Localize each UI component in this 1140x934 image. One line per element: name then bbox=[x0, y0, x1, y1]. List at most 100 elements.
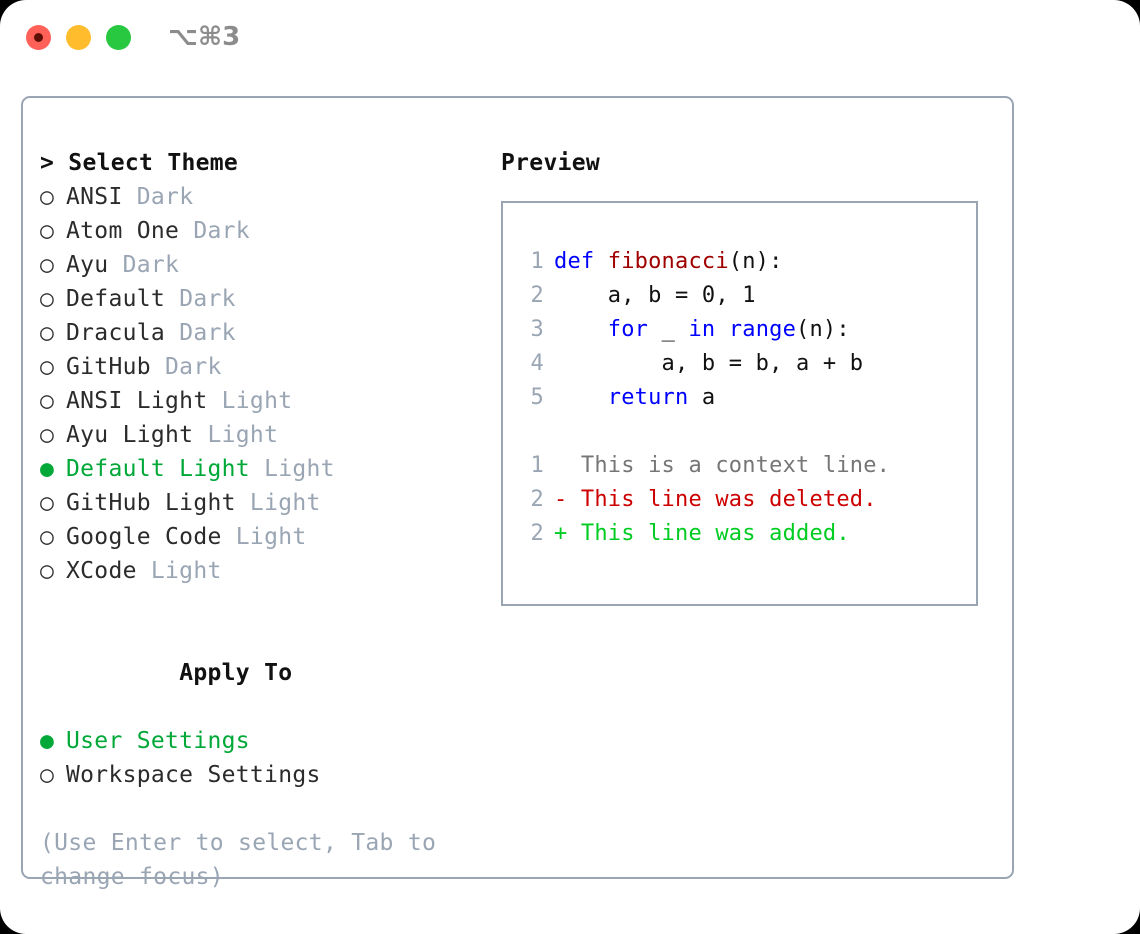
code-token: a bbox=[688, 385, 716, 410]
theme-option-atom-one[interactable]: ○ Atom One Dark bbox=[40, 214, 490, 248]
theme-option-list: ○ ANSI Dark ○ Atom One Dark ○ Ayu Dark ○ Defaul… bbox=[40, 180, 490, 588]
diff-sample: 1 This is a context line. 2 - This line wa… bbox=[503, 449, 976, 551]
theme-name: Dracula bbox=[66, 320, 180, 346]
diff-text: - This line was deleted. bbox=[554, 487, 877, 512]
theme-category: Dark bbox=[179, 320, 236, 346]
theme-name: GitHub bbox=[66, 354, 166, 380]
radio-unselected-icon: ○ bbox=[40, 320, 55, 346]
theme-name: ANSI bbox=[66, 184, 137, 210]
diff-line: 2 - This line was deleted. bbox=[503, 483, 976, 517]
maximize-button[interactable] bbox=[106, 25, 131, 50]
line-number: 2 bbox=[530, 283, 544, 308]
theme-category: Dark bbox=[193, 218, 250, 244]
radio-unselected-icon: ○ bbox=[40, 354, 55, 380]
theme-option-github[interactable]: ○ GitHub Dark bbox=[40, 350, 490, 384]
theme-option-ayu[interactable]: ○ Ayu Dark bbox=[40, 248, 490, 282]
radio-selected-icon: ● bbox=[40, 456, 55, 482]
line-number: 5 bbox=[530, 385, 544, 410]
theme-name: Atom One bbox=[66, 218, 194, 244]
theme-option-github-light[interactable]: ○ GitHub Light Light bbox=[40, 486, 490, 520]
code-token bbox=[554, 385, 608, 410]
preview-heading: Preview bbox=[501, 150, 601, 176]
minimize-button[interactable] bbox=[66, 25, 91, 50]
line-number: 2 bbox=[530, 487, 544, 512]
code-token: a, b = 0, 1 bbox=[554, 283, 756, 308]
code-diff-separator bbox=[503, 415, 976, 449]
theme-name: ANSI Light bbox=[66, 388, 222, 414]
code-token: range bbox=[728, 317, 797, 342]
help-text: (Use Enter to select, Tab to change focu… bbox=[40, 830, 437, 890]
theme-option-ansi[interactable]: ○ ANSI Dark bbox=[40, 180, 490, 214]
code-token: a, b = b, a + b bbox=[554, 351, 864, 376]
radio-unselected-icon: ○ bbox=[40, 490, 55, 516]
apply-to-heading-label: Apply To bbox=[179, 660, 293, 686]
radio-unselected-icon: ○ bbox=[40, 388, 55, 414]
diff-line: 2+ This line was added. bbox=[503, 517, 976, 551]
diff-line: 1 This is a context line. bbox=[503, 449, 976, 483]
theme-category: Light bbox=[221, 388, 293, 414]
apply-to-option-workspace-settings[interactable]: ○ Workspace Settings bbox=[40, 758, 490, 792]
apply-to-name: User Settings bbox=[66, 728, 250, 754]
line-number: 3 bbox=[530, 317, 544, 342]
list-spacer bbox=[40, 588, 490, 622]
theme-name: Ayu bbox=[66, 252, 123, 278]
code-token: (n): bbox=[728, 249, 783, 274]
traffic-light-controls bbox=[26, 25, 131, 50]
code-line: 2 a, b = 0, 1 bbox=[503, 279, 976, 313]
theme-category: Light bbox=[264, 456, 335, 482]
line-number: 2 bbox=[530, 521, 544, 546]
theme-name: XCode bbox=[66, 558, 151, 584]
theme-name: Google Code bbox=[66, 524, 236, 550]
theme-picker-card: > Select Theme ○ANSI Dark○Atom One Dark○… bbox=[21, 96, 1014, 890]
theme-name: Default Light bbox=[66, 456, 265, 482]
close-button[interactable] bbox=[26, 25, 51, 50]
line-number: 1 bbox=[530, 249, 544, 274]
theme-option-ayu-light[interactable]: ○Ayu Light Light bbox=[40, 418, 490, 452]
theme-category: Light bbox=[207, 422, 279, 448]
radio-unselected-icon: ○ bbox=[40, 422, 55, 448]
radio-unselected-icon: ○ bbox=[40, 252, 55, 278]
theme-option-dracula[interactable]: ○ Dracula Dark bbox=[40, 316, 490, 350]
theme-category: Light bbox=[249, 490, 321, 516]
radio-unselected-icon: ○ bbox=[40, 558, 55, 584]
keyboard-shortcut-label: ⌥⌘3 bbox=[168, 22, 241, 52]
apply-to-indent bbox=[153, 656, 179, 690]
theme-option-ansi-light[interactable]: ○ ANSI Light Light bbox=[40, 384, 490, 418]
radio-unselected-icon: ○ bbox=[40, 762, 55, 788]
theme-category: Dark bbox=[165, 354, 222, 380]
theme-category: Light bbox=[150, 558, 222, 584]
code-token bbox=[554, 317, 608, 342]
theme-list-pane: > Select Theme ○ANSI Dark○Atom One Dark○… bbox=[40, 146, 490, 894]
theme-name: Default bbox=[66, 286, 180, 312]
select-theme-heading: > Select Theme bbox=[40, 150, 239, 176]
apply-to-option-user-settings[interactable]: ● User Settings bbox=[40, 724, 490, 758]
theme-option-google-code[interactable]: ○ Google Code Light bbox=[40, 520, 490, 554]
code-token: return bbox=[607, 385, 689, 410]
radio-selected-icon: ● bbox=[40, 728, 55, 754]
radio-unselected-icon: ○ bbox=[40, 286, 55, 312]
line-number: 4 bbox=[530, 351, 544, 376]
theme-option-xcode[interactable]: ○ XCode Light bbox=[40, 554, 490, 588]
code-token: in bbox=[688, 317, 716, 342]
title-bar: ⌥⌘3 bbox=[0, 0, 1140, 76]
code-token bbox=[715, 317, 728, 342]
apply-to-option-list: ● User Settings ○ Workspace Settings bbox=[40, 724, 490, 792]
code-line: 4 a, b = b, a + b bbox=[503, 347, 976, 381]
code-token: (n): bbox=[796, 317, 850, 342]
diff-text: This is a context line. bbox=[554, 453, 891, 478]
theme-category: Dark bbox=[122, 252, 180, 278]
radio-unselected-icon: ○ bbox=[40, 524, 55, 550]
apply-to-name: Workspace Settings bbox=[66, 762, 321, 788]
code-line: 3 for _ in range(n): bbox=[503, 313, 976, 347]
radio-unselected-icon: ○ bbox=[40, 218, 55, 244]
code-token: fibonacci bbox=[607, 249, 729, 274]
line-number: 1 bbox=[530, 453, 544, 478]
radio-unselected-icon: ○ bbox=[40, 184, 55, 210]
theme-category: Dark bbox=[136, 184, 194, 210]
theme-option-default-light[interactable]: ● Default Light Light bbox=[40, 452, 490, 486]
theme-option-default[interactable]: ○Default Dark bbox=[40, 282, 490, 316]
theme-name: GitHub Light bbox=[66, 490, 250, 516]
theme-category: Light bbox=[235, 524, 307, 550]
